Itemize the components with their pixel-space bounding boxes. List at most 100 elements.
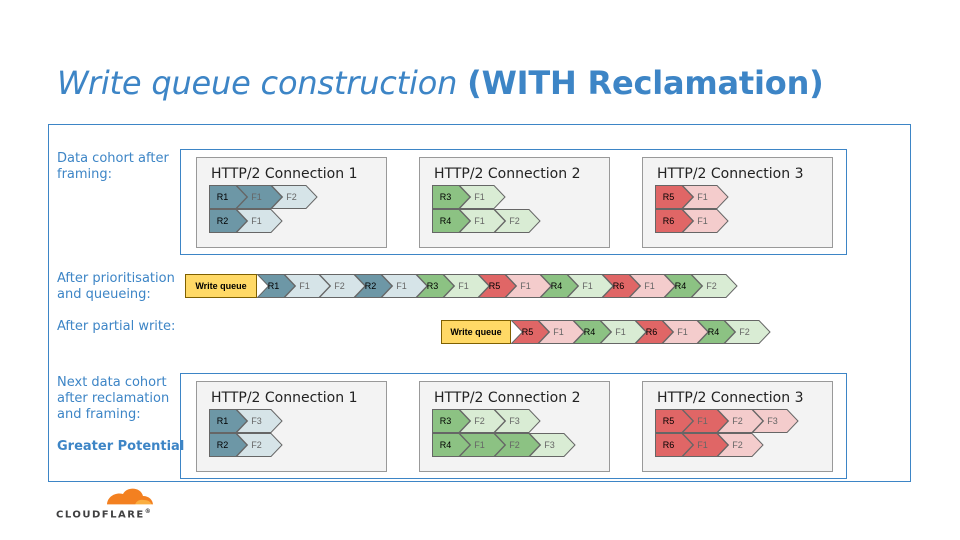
chevron-label: R4 <box>439 440 452 450</box>
chevron-label: F2 <box>706 281 717 291</box>
frame-chevron: F3 <box>493 409 541 433</box>
chevron-label: F1 <box>458 281 469 291</box>
chevron-label: R5 <box>662 192 675 202</box>
queue-request-r6: R6 <box>601 274 641 298</box>
request-chevron-r3: R3 <box>432 409 471 433</box>
chevron-label: F2 <box>334 281 345 291</box>
frame-chevron: F3 <box>235 409 283 433</box>
request-chevron-r4: R4 <box>432 433 471 457</box>
chevron-label: F2 <box>286 192 297 202</box>
chevron-label: F1 <box>582 281 593 291</box>
request-chevron-r1: R1 <box>209 409 248 433</box>
connection-title: HTTP/2 Connection 3 <box>657 166 804 182</box>
frame-chevron: F1 <box>681 185 729 209</box>
chevron-label: F1 <box>644 281 655 291</box>
chevron-label: F1 <box>474 216 485 226</box>
connection-title: HTTP/2 Connection 1 <box>211 390 358 406</box>
request-chevron-r6: R6 <box>655 209 694 233</box>
chevron-label: R4 <box>583 327 596 337</box>
partial-write-queue-label: Write queue <box>441 320 511 344</box>
queue-frame: F2 <box>690 274 738 298</box>
chevron-label: R4 <box>674 281 687 291</box>
label-next-cohort: Next data cohort after reclamation and f… <box>57 375 170 422</box>
connection-title: HTTP/2 Connection 2 <box>434 166 581 182</box>
queue-request-r1: R1 <box>256 274 296 298</box>
chevron-label: F1 <box>299 281 310 291</box>
chevron-label: R6 <box>662 216 675 226</box>
chevron-label: F1 <box>697 192 708 202</box>
connection-title: HTTP/2 Connection 2 <box>434 390 581 406</box>
content-frame <box>48 124 911 482</box>
frame-chevron: F2 <box>493 433 541 457</box>
frame-chevron: F2 <box>458 409 506 433</box>
frame-chevron: F1 <box>458 433 506 457</box>
chevron-label: F1 <box>677 327 688 337</box>
request-chevron-r2: R2 <box>209 209 248 233</box>
chevron-label: R6 <box>612 281 625 291</box>
queue-request-r5: R5 <box>510 320 550 344</box>
queue-request-r3: R3 <box>415 274 455 298</box>
queue-frame: F1 <box>599 320 647 344</box>
connection-title: HTTP/2 Connection 1 <box>211 166 358 182</box>
chevron-label: R3 <box>439 416 452 426</box>
cohort-after-container <box>180 373 847 479</box>
chevron-label: R1 <box>267 281 280 291</box>
trademark-symbol: ® <box>144 508 151 515</box>
queue-frame: F1 <box>442 274 490 298</box>
full-write-queue-label: Write queue <box>185 274 257 298</box>
chevron-label: F3 <box>509 416 520 426</box>
title-italic: Write queue construction <box>57 64 458 102</box>
request-chevron-r3: R3 <box>432 185 471 209</box>
label-after-prioritisation: After prioritisation and queueing: <box>57 271 175 302</box>
chevron-label: R1 <box>216 192 229 202</box>
queue-frame: F1 <box>661 320 709 344</box>
frame-chevron: F2 <box>716 433 764 457</box>
frame-chevron: F1 <box>681 209 729 233</box>
request-chevron-r2: R2 <box>209 433 248 457</box>
chevron-label: R5 <box>662 416 675 426</box>
queue-frame: F1 <box>566 274 614 298</box>
request-chevron-r6: R6 <box>655 433 694 457</box>
queue-request-r4: R4 <box>572 320 612 344</box>
queue-frame: F1 <box>537 320 585 344</box>
chevron-label: F1 <box>251 216 262 226</box>
chevron-label: R4 <box>439 216 452 226</box>
chevron-label: F2 <box>251 440 262 450</box>
chevron-label: R6 <box>662 440 675 450</box>
queue-frame: F1 <box>380 274 428 298</box>
frame-chevron: F1 <box>681 433 729 457</box>
cloudflare-logo <box>105 488 153 506</box>
queue-frame: F2 <box>318 274 366 298</box>
request-chevron-r5: R5 <box>655 409 694 433</box>
chevron-label: F1 <box>553 327 564 337</box>
label-after-partial-write: After partial write: <box>57 319 176 334</box>
cohort-before-container <box>180 149 847 255</box>
frame-chevron: F2 <box>716 409 764 433</box>
chevron-label: R3 <box>439 192 452 202</box>
frame-chevron: F1 <box>681 409 729 433</box>
label-greater-potential: Greater Potential <box>57 439 185 454</box>
slide-title: Write queue construction (WITH Reclamati… <box>57 64 824 102</box>
title-bold: (WITH Reclamation) <box>467 64 824 102</box>
request-chevron-r5: R5 <box>655 185 694 209</box>
frame-chevron: F1 <box>458 209 506 233</box>
cloudflare-wordmark: CLOUDFLARE® <box>56 508 151 520</box>
chevron-label: F1 <box>474 192 485 202</box>
frame-chevron: F2 <box>235 433 283 457</box>
chevron-label: R4 <box>707 327 720 337</box>
chevron-label: F1 <box>697 416 708 426</box>
request-chevron-r4: R4 <box>432 209 471 233</box>
chevron-label: F1 <box>520 281 531 291</box>
queue-request-r2: R2 <box>353 274 393 298</box>
frame-chevron: F2 <box>493 209 541 233</box>
chevron-label: F2 <box>739 327 750 337</box>
queue-request-r4: R4 <box>663 274 703 298</box>
queue-frame: F1 <box>628 274 676 298</box>
queue-request-r5: R5 <box>477 274 517 298</box>
queue-request-r6: R6 <box>634 320 674 344</box>
chevron-label: R1 <box>216 416 229 426</box>
chevron-label: F1 <box>697 440 708 450</box>
chevron-label: R3 <box>426 281 439 291</box>
chevron-label: F1 <box>697 216 708 226</box>
chevron-label: F2 <box>474 416 485 426</box>
